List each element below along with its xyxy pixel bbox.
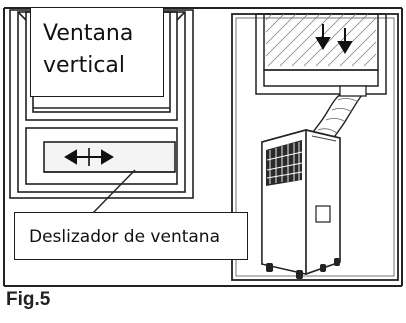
vertical-window-label-line1: Ventana <box>43 21 134 46</box>
vertical-window-label-line2: vertical <box>43 53 126 78</box>
window-down-arrows <box>315 24 353 54</box>
hose-window-adapter <box>339 85 367 97</box>
figure-caption: Fig.5 <box>6 289 51 310</box>
slide-direction-arrow <box>64 148 114 166</box>
portable-ac-unit <box>261 129 341 279</box>
slider-leader-line <box>91 169 136 215</box>
vertical-window-label: Ventana vertical <box>30 7 164 97</box>
right-window-frame <box>255 13 387 95</box>
window-slider-label: Deslizador de ventana <box>14 212 248 260</box>
